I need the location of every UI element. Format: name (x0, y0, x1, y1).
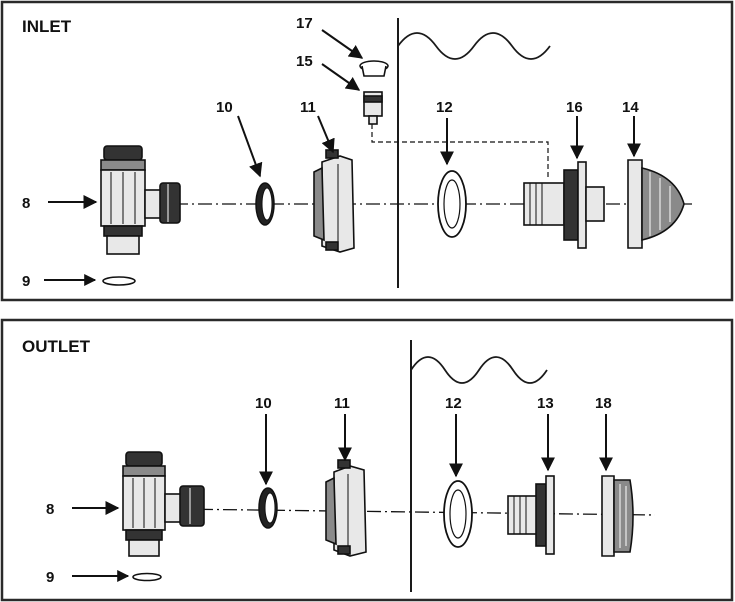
inlet-part-12-gasket (438, 171, 466, 237)
inlet-label-12: 12 (436, 99, 453, 116)
outlet-title: OUTLET (22, 337, 91, 356)
outlet-part-18-strainer (602, 476, 633, 556)
inlet-label-15: 15 (296, 53, 313, 70)
outlet-label-8: 8 (46, 501, 54, 518)
outlet-label-11: 11 (334, 395, 350, 412)
inlet-part-9-oring (103, 277, 135, 285)
inlet-label-10: 10 (216, 99, 233, 116)
inlet-title: INLET (22, 17, 72, 36)
outlet-label-13: 13 (537, 395, 554, 412)
inlet-label-11: 11 (300, 99, 316, 116)
outlet-label-10: 10 (255, 395, 272, 412)
outlet-panel: OUTLET (2, 320, 732, 600)
outlet-label-18: 18 (595, 395, 612, 412)
outlet-part-9-oring (133, 574, 161, 581)
inlet-panel: INLET (2, 2, 732, 300)
inlet-label-14: 14 (622, 99, 639, 116)
inlet-part-10-gasket (256, 183, 274, 225)
outlet-part-10-gasket (259, 488, 277, 528)
outlet-label-12: 12 (445, 395, 462, 412)
inlet-label-16: 16 (566, 99, 583, 116)
outlet-panel-border (2, 320, 732, 600)
inlet-label-8: 8 (22, 195, 30, 212)
inlet-label-17: 17 (296, 15, 313, 32)
outlet-label-9: 9 (46, 569, 54, 586)
outlet-part-12-gasket (444, 481, 472, 547)
inlet-label-9: 9 (22, 273, 30, 290)
inlet-part-17-cap (360, 61, 388, 76)
